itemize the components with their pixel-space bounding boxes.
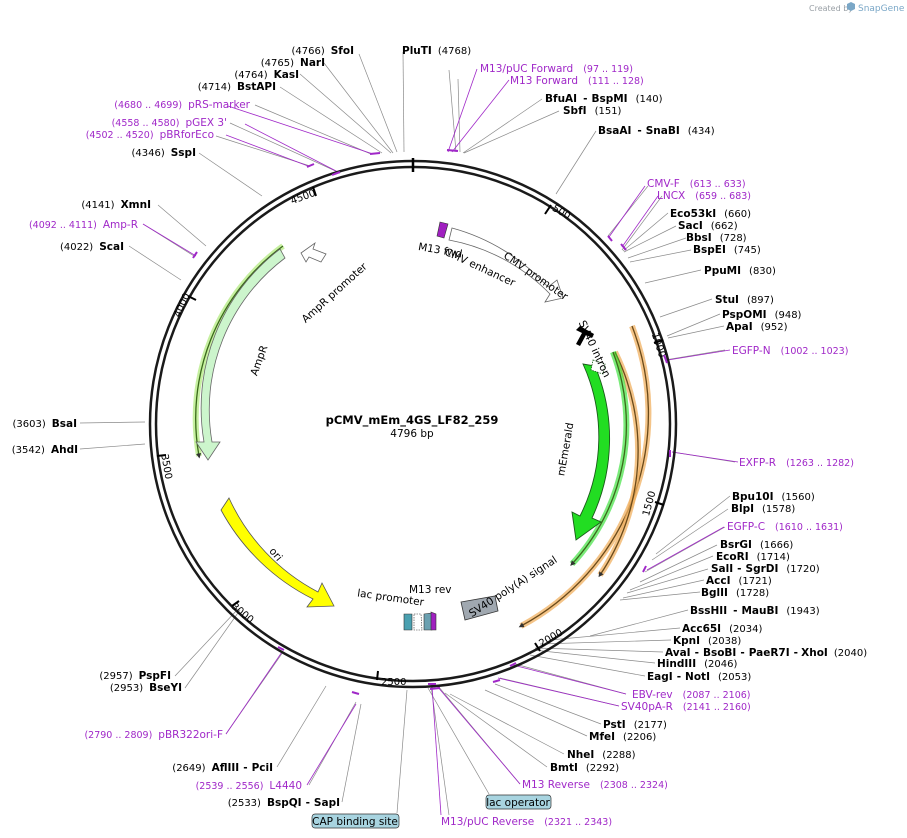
label-bseyi: (2953)BseYI [110, 682, 182, 694]
label-blpi: BlpI(1578) [731, 503, 795, 515]
memerald-feature [571, 363, 610, 541]
m13-fwd-feature [436, 221, 449, 239]
tick-label-4000: 4000 [172, 292, 193, 320]
tick-label-2000: 2000 [537, 627, 565, 649]
label-eagi-noti: EagI-NotI(2053) [647, 671, 751, 683]
label-ecori: EcoRI(1714) [716, 551, 790, 563]
cap-site-box [311, 813, 400, 829]
label-sbfi: SbfI(151) [563, 105, 622, 117]
cap-site-feature [403, 613, 413, 631]
tick-label-3000: 3000 [229, 601, 256, 626]
lac-operator-box-label: lac operator [486, 797, 550, 809]
label-psti: PstI(2177) [603, 719, 667, 731]
label-sv40pa-r: SV40pA-R(2141 .. 2160) [621, 701, 751, 713]
ampr-promoter-label: AmpR promoter [300, 260, 371, 325]
label-bfuai-bspmi: BfuAI-BspMI(140) [545, 93, 663, 105]
label-m13-reverse: M13 Reverse(2308 .. 2324) [522, 779, 668, 791]
memerald-label: mEmerald [555, 422, 576, 477]
label-scai: (4022)ScaI [60, 241, 124, 253]
label-acc65i: Acc65I(2034) [682, 623, 762, 635]
label-kpni: KpnI(2038) [673, 635, 741, 647]
label-l4440: (2539 .. 2556)L4440 [196, 780, 302, 792]
label-bsaai-snabi: BsaAI-SnaBI(434) [598, 125, 715, 137]
memerald-frame-line [570, 351, 627, 566]
plasmid-length: 4796 bp [390, 428, 434, 440]
label-egfp-c: EGFP-C(1610 .. 1631) [727, 521, 843, 533]
label-xmni: (4141)XmnI [81, 199, 151, 211]
m13-rev-feature [430, 611, 437, 631]
primer-marks [192, 149, 672, 695]
label-lncx: LNCX(659 .. 683) [657, 190, 751, 202]
label-cmv-f: CMV-F(613 .. 633) [647, 178, 746, 190]
label-stui: StuI(897) [715, 294, 774, 306]
ampr-frame-line [195, 245, 284, 459]
label-afliii-pcii: (2649)AflIII-PciI [172, 762, 273, 774]
orf-arc-outer [519, 324, 652, 629]
label-bstapi: (4714)BstAPI [198, 81, 276, 93]
orf-arc-inner-line [598, 351, 639, 578]
primer-leader-lines [142, 68, 739, 816]
label-nhei: NheI(2288) [567, 749, 636, 761]
label-sali-sgrdi: SalI-SgrDI(1720) [711, 563, 820, 575]
plasmid-name: pCMV_mEm_4GS_LF82_259 [326, 413, 499, 428]
label-m13-forward: M13 Forward(111 .. 128) [510, 75, 644, 87]
lac-operator-box [485, 794, 552, 810]
label-m13-puc-forward: M13/pUC Forward(97 .. 119) [480, 63, 633, 75]
snapgene-logo-icon [847, 2, 855, 11]
lac-promoter-feature [413, 613, 423, 631]
label-apai: ApaI(952) [726, 321, 788, 333]
ampr-label: AmpR [248, 344, 270, 378]
label-pbr322ori-f: (2790 .. 2809)pBR322ori-F [84, 729, 223, 741]
label-bsai: (3603)BsaI [12, 418, 77, 430]
credit-brand: SnapGene [858, 4, 905, 14]
tick-label-1500: 1500 [641, 490, 658, 517]
sv40-intron-feature [576, 326, 594, 346]
label-kasi: (4764)KasI [234, 69, 299, 81]
ampr-promoter-feature [300, 241, 327, 263]
label-pbrforeco: (4502 .. 4520)pBRforEco [86, 129, 214, 141]
label-sfoi: (4766)SfoI [291, 45, 354, 57]
label-bspei: BspEI(745) [693, 244, 761, 256]
label-pspfi: (2957)PspFI [99, 670, 171, 682]
label-eco53ki: Eco53kI(660) [670, 208, 751, 220]
cmv-arrow [448, 227, 564, 303]
label-m13-puc-reverse: M13/pUC Reverse(2321 .. 2343) [441, 816, 612, 828]
label-bmti: BmtI(2292) [550, 762, 619, 774]
tick-marks [156, 186, 665, 681]
ori-feature [220, 497, 335, 608]
label-pluti: PluTI(4768) [402, 45, 471, 57]
sv40-polya-feature [460, 595, 499, 621]
cap-site-box-label: CAP binding site [312, 816, 398, 828]
label-acci: AccI(1721) [706, 575, 772, 587]
label-bspqi-sapi: (2533)BspQI-SapI [228, 797, 340, 809]
label-saci: SacI(662) [678, 220, 738, 232]
tick-label-3500: 3500 [158, 453, 173, 480]
label-prs-marker: (4680 .. 4699)pRS-marker [114, 99, 250, 111]
label-bsrgi: BsrGI(1666) [720, 539, 793, 551]
m13-rev-label: M13 rev [409, 584, 452, 596]
label-pgex3: (4558 .. 4580)pGEX 3' [112, 117, 227, 129]
label-bpu10i: Bpu10I(1560) [732, 491, 815, 503]
label-amp-r: (4092 .. 4111)Amp-R [29, 219, 138, 231]
label-bsshii-maubi: BssHII-MauBI(1943) [690, 605, 820, 617]
label-avai-group: AvaI-BsoBI-PaeR7I-XhoI(2040) [665, 647, 867, 659]
label-exfp-r: EXFP-R(1263 .. 1282) [739, 457, 854, 469]
label-hindiii: HindIII(2046) [657, 658, 737, 670]
label-bbsi: BbsI(728) [686, 232, 747, 244]
label-ahdi: (3542)AhdI [12, 444, 78, 456]
label-mfei: MfeI(2206) [589, 731, 656, 743]
memerald-start-marker [590, 359, 606, 375]
tick-label-2500: 2500 [381, 677, 406, 688]
label-ebv-rev: EBV-rev(2087 .. 2106) [632, 689, 751, 701]
label-sspi: (4346)SspI [131, 147, 196, 159]
label-egfp-n: EGFP-N(1002 .. 1023) [732, 345, 848, 357]
label-bglii: BglII(1728) [701, 587, 769, 599]
ampr-feature [195, 248, 286, 461]
label-ppumi: PpuMI(830) [704, 265, 776, 277]
credit-prefix: Created by [809, 4, 853, 13]
label-nari: (4765)NarI [261, 57, 325, 69]
label-pspomi: PspOMI(948) [722, 309, 802, 321]
